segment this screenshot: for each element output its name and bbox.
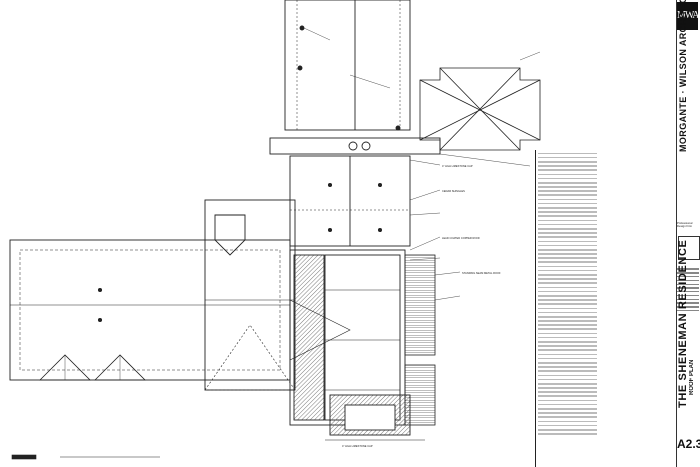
shingles-label: CEDAR SHINGLES bbox=[442, 189, 465, 193]
cap-label: 4" HGH LIMESTONE CAP bbox=[442, 164, 473, 168]
gable-section bbox=[204, 199, 296, 391]
title-block bbox=[676, 0, 700, 467]
sheet-title: ROOF PLAN bbox=[689, 359, 695, 395]
central-roof bbox=[289, 155, 411, 247]
leader-lines bbox=[349, 51, 541, 301]
project-name: THE SHENEMAN RESIDENCE bbox=[677, 240, 689, 408]
south-bay-roof bbox=[325, 394, 425, 441]
copper-label: LEAD COATED COPPER ROOF bbox=[442, 236, 480, 240]
main-hall-roof bbox=[289, 249, 406, 426]
west-wing-roof bbox=[9, 239, 291, 381]
professional-note: Professional Design Firm bbox=[677, 222, 693, 228]
chimney-band bbox=[269, 137, 531, 167]
sheet-number: A2.3 bbox=[677, 437, 700, 451]
metal-label: STANDING SEAM METAL ROOF bbox=[462, 271, 501, 275]
general-notes bbox=[535, 150, 599, 467]
hip-roof-northeast bbox=[419, 67, 541, 151]
scale-bar bbox=[11, 454, 160, 460]
revision-table bbox=[677, 266, 699, 314]
cap-label-bottom: 4" HGH LIMESTONE CAP bbox=[342, 444, 373, 448]
firm-logo: MWA bbox=[677, 2, 698, 30]
firm-name: MORGANTE · WILSON ARCHITECTS, LTD. bbox=[678, 0, 688, 152]
north-wing-roof bbox=[284, 0, 411, 131]
roof-plan-drawing: 4" HGH LIMESTONE CAP CEDAR SHINGLES LEAD… bbox=[9, 0, 541, 460]
